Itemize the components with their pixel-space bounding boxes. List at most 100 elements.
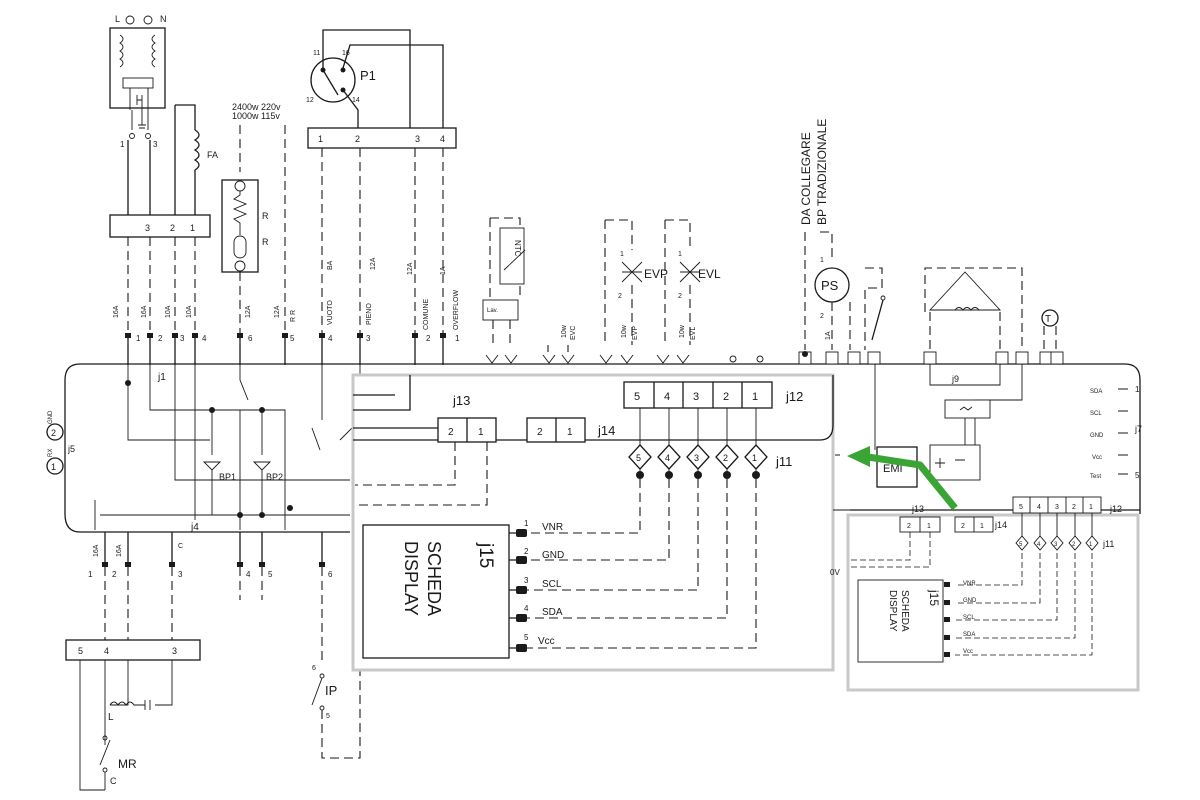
svg-text:1A: 1A [440, 266, 447, 275]
svg-text:SCL: SCL [1090, 411, 1102, 417]
svg-text:EVL: EVL [690, 327, 697, 340]
svg-text:1000w 115v: 1000w 115v [232, 111, 280, 121]
svg-text:1: 1 [190, 223, 195, 233]
svg-text:j1: j1 [157, 372, 166, 383]
svg-text:2: 2 [820, 313, 824, 320]
svg-text:PS: PS [821, 278, 839, 293]
svg-text:2: 2 [524, 547, 529, 556]
svg-text:DISPLAY: DISPLAY [887, 590, 898, 632]
top-pins: 1 2 3 4 6 5 4 3 2 1 [125, 333, 460, 365]
svg-text:RX: RX [48, 449, 54, 457]
svg-text:2: 2 [1072, 504, 1076, 511]
svg-text:16A: 16A [116, 544, 123, 557]
svg-text:16A: 16A [141, 305, 148, 318]
svg-text:1: 1 [752, 391, 758, 403]
mini-panel: j13 2 1 2 1 j14 5 4 3 2 1 j12 5 4 3 2 1 … [830, 496, 1140, 692]
svg-text:BP2: BP2 [266, 472, 283, 482]
svg-text:12A: 12A [370, 257, 377, 270]
svg-text:1: 1 [567, 427, 573, 438]
svg-text:2: 2 [678, 293, 682, 300]
svg-text:6: 6 [248, 334, 253, 343]
svg-text:2: 2 [723, 453, 728, 463]
svg-text:0V: 0V [830, 568, 840, 577]
svg-text:C: C [110, 776, 117, 786]
svg-text:3: 3 [693, 391, 699, 403]
svg-text:3: 3 [1054, 542, 1058, 548]
svg-text:DISPLAY: DISPLAY [401, 541, 421, 616]
svg-text:2: 2 [907, 523, 911, 530]
svg-text:3: 3 [524, 576, 529, 585]
svg-text:1: 1 [752, 453, 757, 463]
svg-text:SDA: SDA [1090, 389, 1102, 395]
svg-text:SDA: SDA [542, 607, 563, 618]
svg-text:SCL: SCL [542, 579, 562, 590]
svg-text:5: 5 [290, 334, 295, 343]
svg-text:1: 1 [620, 251, 624, 258]
svg-text:2: 2 [537, 427, 543, 438]
svg-text:MR: MR [118, 757, 137, 771]
svg-text:R: R [262, 211, 269, 221]
svg-text:11: 11 [313, 50, 320, 57]
svg-text:EVP: EVP [644, 267, 668, 281]
svg-text:BP TRADIZIONALE: BP TRADIZIONALE [815, 119, 829, 225]
svg-text:EMI: EMI [883, 463, 903, 475]
ps-pump: DA COLLEGARE BP TRADIZIONALE PS 1 2 1A [799, 119, 886, 350]
valve-evp: EVP 1 2 [604, 219, 668, 345]
svg-text:1: 1 [318, 134, 323, 144]
svg-text:1: 1 [524, 519, 529, 528]
svg-text:BA: BA [327, 260, 334, 270]
power-input: L N 1 3 FA 3 2 1 [109, 14, 218, 335]
svg-text:GND: GND [963, 598, 977, 604]
svg-text:j9: j9 [951, 374, 959, 384]
svg-text:2400w 220v: 2400w 220v [232, 102, 281, 112]
heater: 2400w 220v 1000w 115v R R [221, 102, 286, 335]
svg-text:j13: j13 [452, 393, 470, 408]
svg-text:2: 2 [158, 334, 163, 343]
valve-connectors [485, 351, 1064, 365]
svg-text:OVERFLOW: OVERFLOW [453, 290, 460, 330]
svg-text:IP: IP [325, 683, 337, 698]
svg-text:4: 4 [1037, 542, 1041, 548]
svg-text:DA COLLEGARE: DA COLLEGARE [799, 132, 813, 225]
svg-text:2: 2 [961, 523, 965, 530]
svg-text:EVP: EVP [632, 326, 639, 340]
svg-text:2: 2 [426, 334, 431, 343]
svg-text:R: R [262, 237, 269, 247]
svg-text:2: 2 [112, 570, 117, 579]
svg-text:1: 1 [1135, 385, 1140, 394]
pwr-L-label: L [115, 14, 120, 24]
svg-text:4: 4 [1037, 504, 1041, 511]
bottom-section: 5 4 3 L MR C 6 IP 5 [65, 567, 361, 791]
svg-text:j7: j7 [1134, 424, 1142, 434]
svg-text:GND: GND [48, 410, 54, 424]
svg-text:16A: 16A [93, 544, 100, 557]
terminal-block-4 [307, 127, 457, 149]
svg-text:14: 14 [352, 97, 360, 104]
svg-text:Vcc: Vcc [963, 649, 973, 655]
svg-text:1: 1 [678, 251, 682, 258]
svg-text:1: 1 [980, 523, 984, 530]
svg-text:j11: j11 [1102, 539, 1114, 549]
svg-text:6: 6 [328, 570, 333, 579]
svg-text:R R: R R [290, 310, 297, 322]
svg-text:3: 3 [180, 334, 185, 343]
svg-text:SCHEDA: SCHEDA [899, 590, 910, 632]
p1-label: P1 [360, 68, 376, 83]
display-signals: 1 VNR 2 GND 3 SCL 4 SDA 5 Vcc [524, 519, 564, 647]
svg-text:3: 3 [172, 646, 177, 656]
svg-text:PIENO: PIENO [366, 303, 373, 325]
svg-text:12A: 12A [407, 262, 414, 275]
svg-text:5: 5 [1019, 542, 1023, 548]
svg-text:4: 4 [665, 453, 670, 463]
svg-text:1: 1 [927, 523, 931, 530]
valve-labels: 10w EVC 10w EVP 10w EVL [547, 324, 697, 352]
svg-text:VUOTO: VUOTO [327, 300, 334, 325]
pwr-N-label: N [160, 14, 167, 24]
svg-text:4: 4 [328, 334, 333, 343]
svg-text:10A: 10A [165, 305, 172, 318]
svg-text:j5: j5 [67, 444, 75, 454]
svg-text:NTC: NTC [513, 240, 522, 257]
svg-text:j15: j15 [475, 542, 496, 568]
svg-text:SCHEDA: SCHEDA [424, 541, 444, 616]
